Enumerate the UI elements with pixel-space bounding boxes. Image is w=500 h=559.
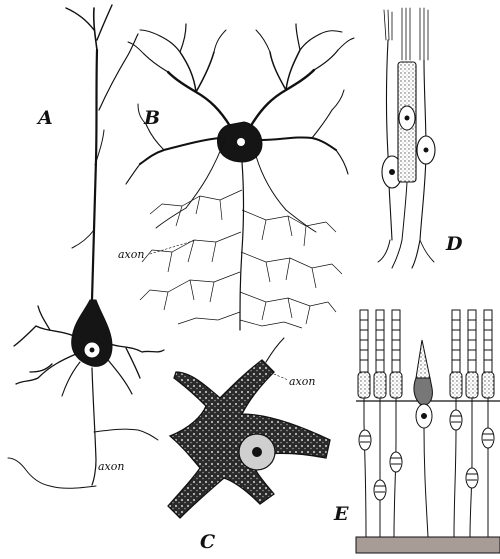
panel-label-e: E: [333, 503, 349, 525]
panel-label-a: A: [36, 107, 53, 129]
panel-b-axon-arbor: [139, 189, 343, 329]
panel-e-rods-and-cones: E: [333, 309, 500, 554]
panel-a-axon-label: axon: [98, 460, 124, 473]
panel-a-pyramidal-neuron: A axon: [7, 4, 165, 489]
panel-label-b: B: [143, 107, 160, 129]
panel-c-multipolar-neuron: C axon: [167, 337, 331, 553]
panel-label-d: D: [445, 233, 463, 255]
panel-b-purkinje-neuron: B axon: [118, 23, 355, 331]
panel-d-bipolar-cells: D: [377, 7, 463, 269]
panel-c-axon-label: axon: [289, 375, 315, 388]
panel-b-axon-label: axon: [118, 248, 144, 261]
panel-label-c: C: [200, 531, 215, 553]
